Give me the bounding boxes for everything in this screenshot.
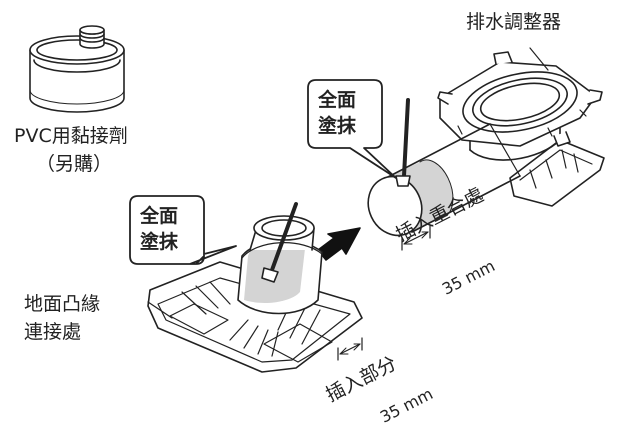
flange-leader: [147, 301, 173, 319]
brush-upper: [395, 98, 411, 187]
adhesive-label-line1: PVC用黏接劑: [14, 125, 128, 147]
flange-label-line1: 地面凸緣: [24, 293, 101, 315]
regulator-label: 排水調整器: [466, 11, 562, 33]
callout-lower-line2: 塗抹: [140, 231, 179, 253]
regulator-leader: [529, 47, 549, 71]
brush-lower: [261, 202, 298, 283]
callout-upper-line1: 全面: [318, 89, 357, 111]
callout-upper-line2: 塗抹: [318, 115, 357, 137]
flange-label-line2: 連接處: [24, 321, 82, 343]
adhesive-can: [29, 25, 125, 113]
pipe: [367, 123, 521, 251]
direction-arrow: [317, 227, 361, 261]
floor-flange: [147, 215, 363, 373]
adhesive-label-line2: （另購）: [36, 153, 113, 175]
callout-bubble-upper: [307, 79, 397, 179]
callout-bubble-lower: [129, 195, 237, 265]
drain-regulator: [437, 51, 605, 207]
callout-lower-line1: 全面: [140, 205, 179, 227]
